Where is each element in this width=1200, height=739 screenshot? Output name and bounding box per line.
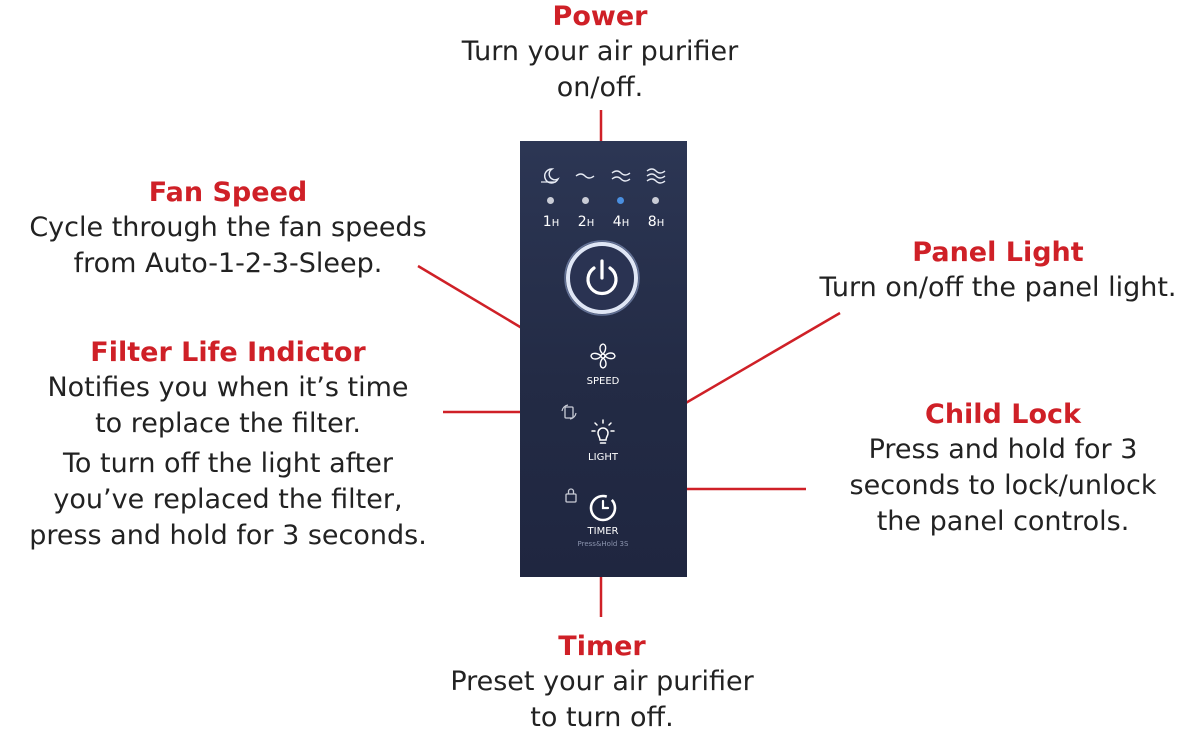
filter-life-callout: Filter Life Indictor Notifies you when i… xyxy=(0,336,456,554)
timer-led-1h xyxy=(547,197,554,204)
child-lock-desc: Press and hold for 3 seconds to lock/unl… xyxy=(849,434,1157,537)
timer-led-4h xyxy=(617,197,624,204)
filter-life-desc2: To turn off the light after you’ve repla… xyxy=(29,448,427,551)
light-button-label: LIGHT xyxy=(588,452,618,463)
timer-label-8h: 8H xyxy=(647,214,665,230)
fan-speed-callout: Fan Speed Cycle through the fan speeds f… xyxy=(0,176,456,282)
power-icon xyxy=(586,259,618,296)
child-lock-title: Child Lock xyxy=(925,399,1081,430)
timer-button-label: TIMER xyxy=(587,526,619,537)
child-lock-icon xyxy=(565,488,577,503)
filter-life-title: Filter Life Indictor xyxy=(90,337,366,368)
timer-title: Timer xyxy=(558,631,646,662)
filter-life-desc: Notifies you when it’s time to replace t… xyxy=(47,372,409,439)
sleep-moon-icon xyxy=(541,168,560,184)
speed-button[interactable]: SPEED xyxy=(573,341,633,391)
fan-speed-title: Fan Speed xyxy=(148,177,308,208)
panel-light-callout: Panel Light Turn on/off the panel light. xyxy=(796,236,1200,306)
light-bulb-icon xyxy=(591,419,615,444)
child-lock-callout: Child Lock Press and hold for 3 seconds … xyxy=(810,398,1196,540)
light-button[interactable]: LIGHT xyxy=(573,418,633,466)
power-title: Power xyxy=(552,1,648,32)
fan-icon xyxy=(590,343,616,369)
filter-indicator-icon xyxy=(561,404,577,420)
timer-hint-label: Press&Hold 3S xyxy=(577,540,629,548)
speed-button-label: SPEED xyxy=(586,376,620,387)
wave-2-icon xyxy=(611,170,631,182)
timer-label-2h: 2H xyxy=(577,214,595,230)
power-desc: Turn your air purifier on/off. xyxy=(461,36,739,103)
timer-callout: Timer Preset your air purifier to turn o… xyxy=(420,630,784,736)
power-button[interactable] xyxy=(562,238,642,318)
timer-label-1h: 1H xyxy=(542,214,560,230)
fan-speed-desc: Cycle through the fan speeds from Auto-1… xyxy=(29,212,427,279)
timer-icon xyxy=(589,494,617,522)
control-panel: 1H 2H 4H 8H SPEED xyxy=(520,141,687,577)
timer-desc: Preset your air purifier to turn off. xyxy=(450,666,754,733)
timer-button[interactable]: TIMER xyxy=(573,493,633,553)
power-callout: Power Turn your air purifier on/off. xyxy=(430,0,770,106)
timer-label-4h: 4H xyxy=(612,214,630,230)
wave-3-icon xyxy=(646,168,666,184)
panel-light-title: Panel Light xyxy=(912,237,1084,268)
timer-led-8h xyxy=(652,197,659,204)
wave-1-icon xyxy=(575,173,595,179)
panel-light-desc: Turn on/off the panel light. xyxy=(819,272,1177,303)
timer-led-2h xyxy=(582,197,589,204)
